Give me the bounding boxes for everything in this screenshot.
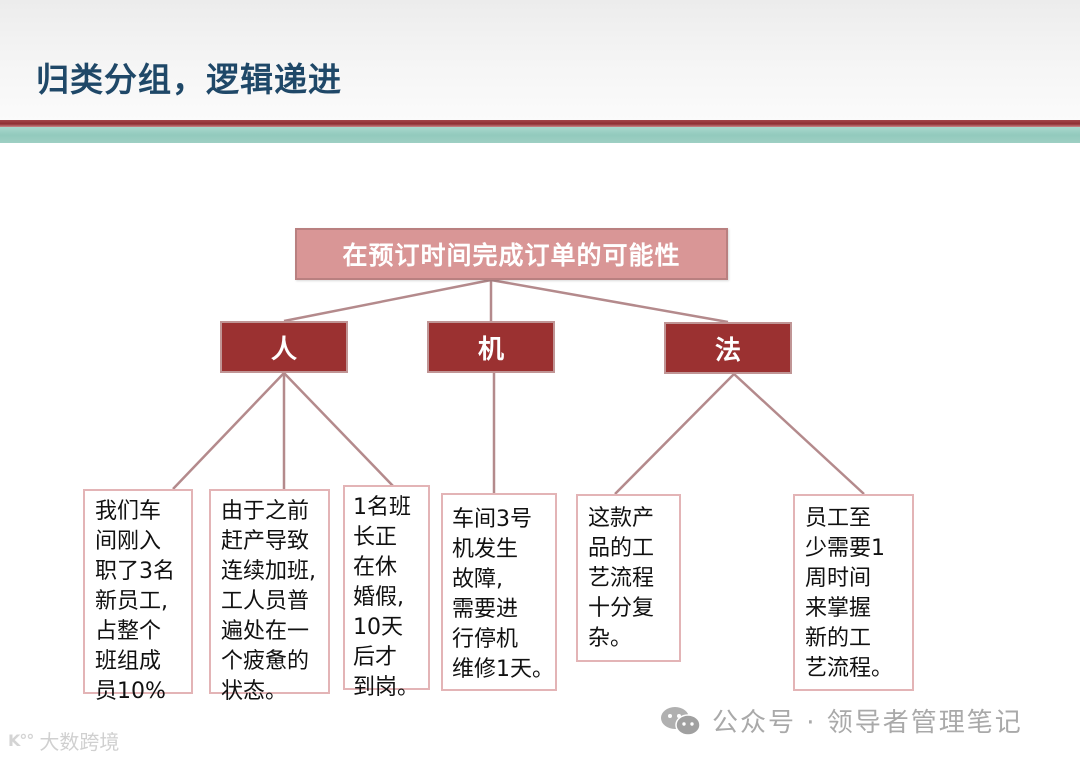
category-label: 法 bbox=[714, 335, 741, 366]
leaf-node-machine-1: 车间3号 机发生 故障, 需要进 行停机 维修1天。 bbox=[441, 493, 557, 691]
root-node: 在预订时间完成订单的可能性 bbox=[295, 228, 728, 280]
brand-text: 大数跨境 bbox=[39, 730, 120, 754]
connector-root-method bbox=[490, 278, 729, 324]
connector-method-leaf2 bbox=[733, 373, 865, 495]
connector-root-person bbox=[283, 278, 492, 323]
root-node-label: 在预订时间完成订单的可能性 bbox=[342, 241, 681, 270]
leaf-text: 车间3号 机发生 故障, 需要进 行停机 维修1天。 bbox=[452, 507, 554, 682]
leaf-node-person-3: 1名班 长正 在休 婚假, 10天 后才 到岗。 bbox=[343, 485, 430, 700]
leaf-node-method-2: 员工至 少需要1 周时间 来掌握 新的工 艺流程。 bbox=[793, 494, 914, 691]
category-node-person: 人 bbox=[220, 321, 348, 373]
watermark-brand: K°° 大数跨境 bbox=[8, 726, 119, 755]
connector-person-leaf1 bbox=[172, 372, 285, 490]
leaf-text: 由于之前 赶产导致 连续加班, 工人员普 遍处在一 个疲惫的 状态。 bbox=[221, 499, 316, 704]
watermark-wechat: 公众号 · 领导者管理笔记 bbox=[660, 702, 1023, 739]
connector-method-leaf1 bbox=[614, 373, 735, 495]
leaf-node-person-2: 由于之前 赶产导致 连续加班, 工人员普 遍处在一 个疲惫的 状态。 bbox=[209, 489, 330, 704]
category-label: 人 bbox=[270, 334, 297, 365]
leaf-node-method-1: 这款产 品的工 艺流程 十分复 杂。 bbox=[576, 494, 681, 662]
header-divider-red bbox=[0, 120, 1080, 127]
leaf-text: 1名班 长正 在休 婚假, 10天 后才 到岗。 bbox=[353, 495, 420, 700]
category-node-machine: 机 bbox=[427, 321, 555, 373]
header-divider-teal bbox=[0, 127, 1080, 143]
brand-logo-icon: K°° bbox=[8, 731, 34, 750]
leaf-text: 这款产 品的工 艺流程 十分复 杂。 bbox=[588, 506, 655, 651]
category-label: 机 bbox=[477, 334, 504, 365]
leaf-node-person-1: 我们车 间刚入 职了3名 新员工, 占整个 班组成 员10% bbox=[83, 489, 193, 704]
leaf-text: 员工至 少需要1 周时间 来掌握 新的工 艺流程。 bbox=[805, 506, 894, 681]
watermark-text: 公众号 · 领导者管理笔记 bbox=[712, 708, 1023, 738]
slide-header: 归类分组，逻辑递进 bbox=[0, 0, 1080, 121]
connector-person-leaf3 bbox=[283, 372, 394, 487]
page-title: 归类分组，逻辑递进 bbox=[36, 60, 342, 99]
wechat-icon bbox=[660, 705, 702, 737]
category-node-method: 法 bbox=[664, 322, 792, 374]
leaf-text: 我们车 间刚入 职了3名 新员工, 占整个 班组成 员10% bbox=[95, 499, 175, 704]
